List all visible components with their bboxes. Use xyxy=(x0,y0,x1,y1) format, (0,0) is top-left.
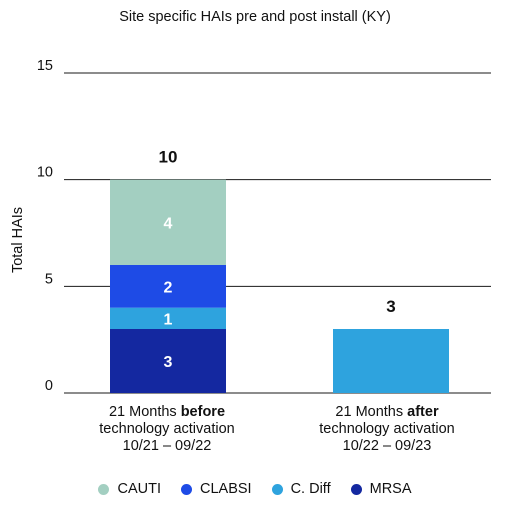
legend-swatch xyxy=(271,483,283,495)
category-label-line1: 21 Months xyxy=(335,404,408,420)
data-label: 4 xyxy=(164,215,173,232)
category-label-line2: technology activation xyxy=(99,421,235,437)
y-tick-label: 10 xyxy=(37,165,53,181)
y-tick-label: 0 xyxy=(45,378,53,394)
total-label: 10 xyxy=(159,148,178,167)
category-label-bold: before xyxy=(180,404,226,420)
y-axis-label: Total HAIs xyxy=(10,207,26,273)
total-label: 3 xyxy=(386,297,395,316)
legend-item: C. Diff xyxy=(271,481,331,497)
bar-segment xyxy=(110,307,226,329)
category-label-after: 21 Months after technology activation 10… xyxy=(277,404,497,455)
bar-segment xyxy=(110,265,226,308)
data-label: 2 xyxy=(164,279,173,296)
legend-label: CLABSI xyxy=(199,481,252,497)
legend-label: C. Diff xyxy=(290,481,331,497)
bar-segment xyxy=(110,179,226,265)
legend-label: MRSA xyxy=(369,481,412,497)
legend: CAUTI CLABSI C. Diff MRSA xyxy=(0,481,510,497)
category-label-line3: 10/21 – 09/22 xyxy=(122,438,212,454)
y-tick-label: 5 xyxy=(45,271,53,287)
bar-segment xyxy=(333,329,449,393)
legend-item: MRSA xyxy=(350,481,412,497)
category-label-line3: 10/22 – 09/23 xyxy=(342,438,432,454)
category-label-before: 21 Months before technology activation 1… xyxy=(57,404,277,455)
data-label: 3 xyxy=(164,354,173,371)
data-label: 1 xyxy=(164,311,173,328)
category-label-bold: after xyxy=(407,404,439,420)
category-label-line1: 21 Months xyxy=(108,404,181,420)
legend-item: CAUTI xyxy=(98,481,161,497)
legend-item: CLABSI xyxy=(180,481,252,497)
legend-swatch xyxy=(98,483,110,495)
category-label-line2: technology activation xyxy=(319,421,455,437)
y-tick-label: 15 xyxy=(37,58,53,74)
bar-segment xyxy=(110,329,226,393)
legend-swatch xyxy=(350,483,362,495)
legend-swatch xyxy=(180,483,192,495)
chart-title: Site specific HAIs pre and post install … xyxy=(119,9,391,25)
legend-label: CAUTI xyxy=(117,481,161,497)
